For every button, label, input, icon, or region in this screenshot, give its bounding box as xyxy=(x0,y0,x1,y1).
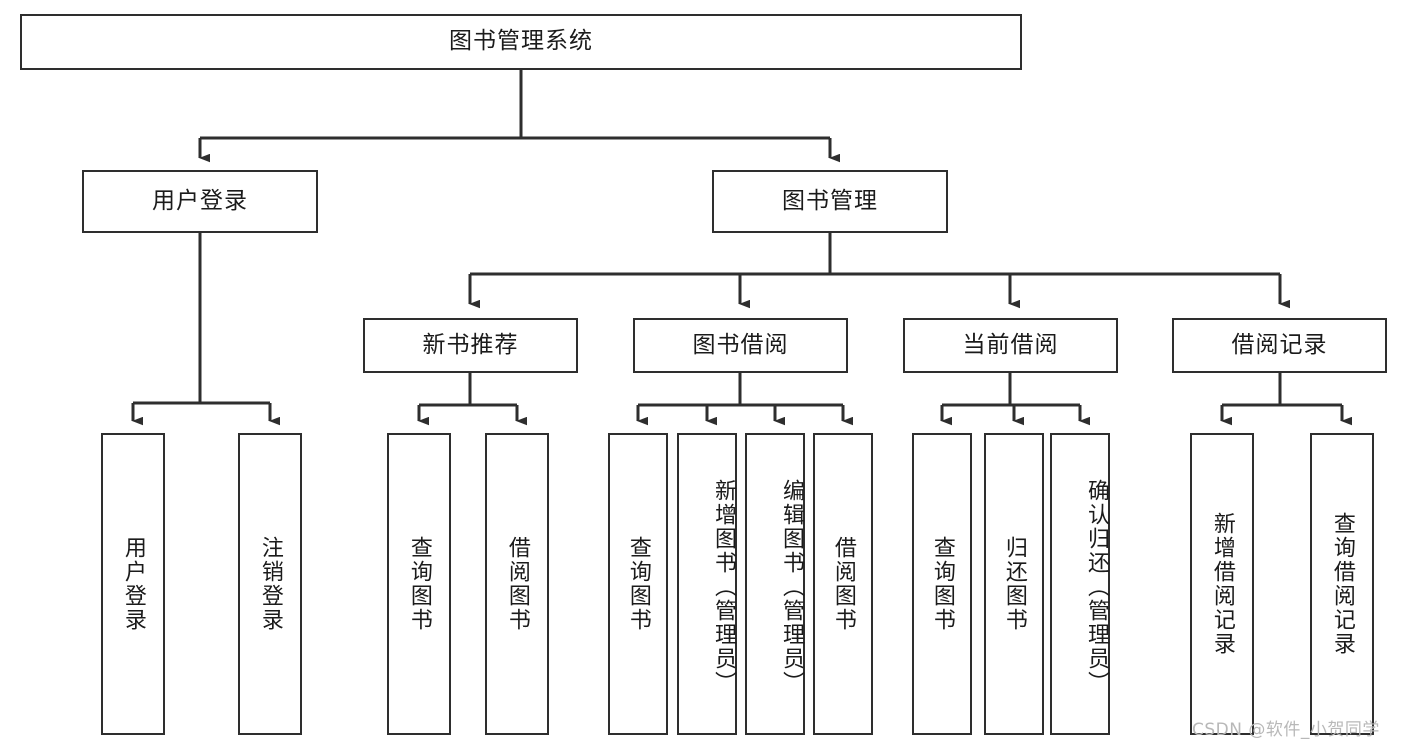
leaf-user-logout[interactable]: 注销登录 xyxy=(238,433,302,735)
node-book-management[interactable]: 图书管理 xyxy=(712,170,948,233)
leaf-query-borrow-record[interactable]: 查询借阅记录 xyxy=(1310,433,1374,735)
csdn-watermark: CSDN @软件_小贺同学 xyxy=(1192,720,1380,740)
leaf-query-book-borrow[interactable]: 查询图书 xyxy=(608,433,668,735)
leaf-add-borrow-record[interactable]: 新增借阅记录 xyxy=(1190,433,1254,735)
node-user-login[interactable]: 用户登录 xyxy=(82,170,318,233)
leaf-user-login[interactable]: 用户登录 xyxy=(101,433,165,735)
node-current-borrow[interactable]: 当前借阅 xyxy=(903,318,1118,373)
node-book-borrow[interactable]: 图书借阅 xyxy=(633,318,848,373)
leaf-confirm-return-admin[interactable]: 确认归还（管理员） xyxy=(1050,433,1110,735)
node-borrow-record[interactable]: 借阅记录 xyxy=(1172,318,1387,373)
leaf-edit-book-admin[interactable]: 编辑图书（管理员） xyxy=(745,433,805,735)
leaf-return-book[interactable]: 归还图书 xyxy=(984,433,1044,735)
leaf-query-book-recommend[interactable]: 查询图书 xyxy=(387,433,451,735)
leaf-query-book-current[interactable]: 查询图书 xyxy=(912,433,972,735)
node-root[interactable]: 图书管理系统 xyxy=(20,14,1022,70)
leaf-borrow-book-recommend[interactable]: 借阅图书 xyxy=(485,433,549,735)
leaf-borrow-book[interactable]: 借阅图书 xyxy=(813,433,873,735)
leaf-add-book-admin[interactable]: 新增图书（管理员） xyxy=(677,433,737,735)
node-new-book-recommend[interactable]: 新书推荐 xyxy=(363,318,578,373)
